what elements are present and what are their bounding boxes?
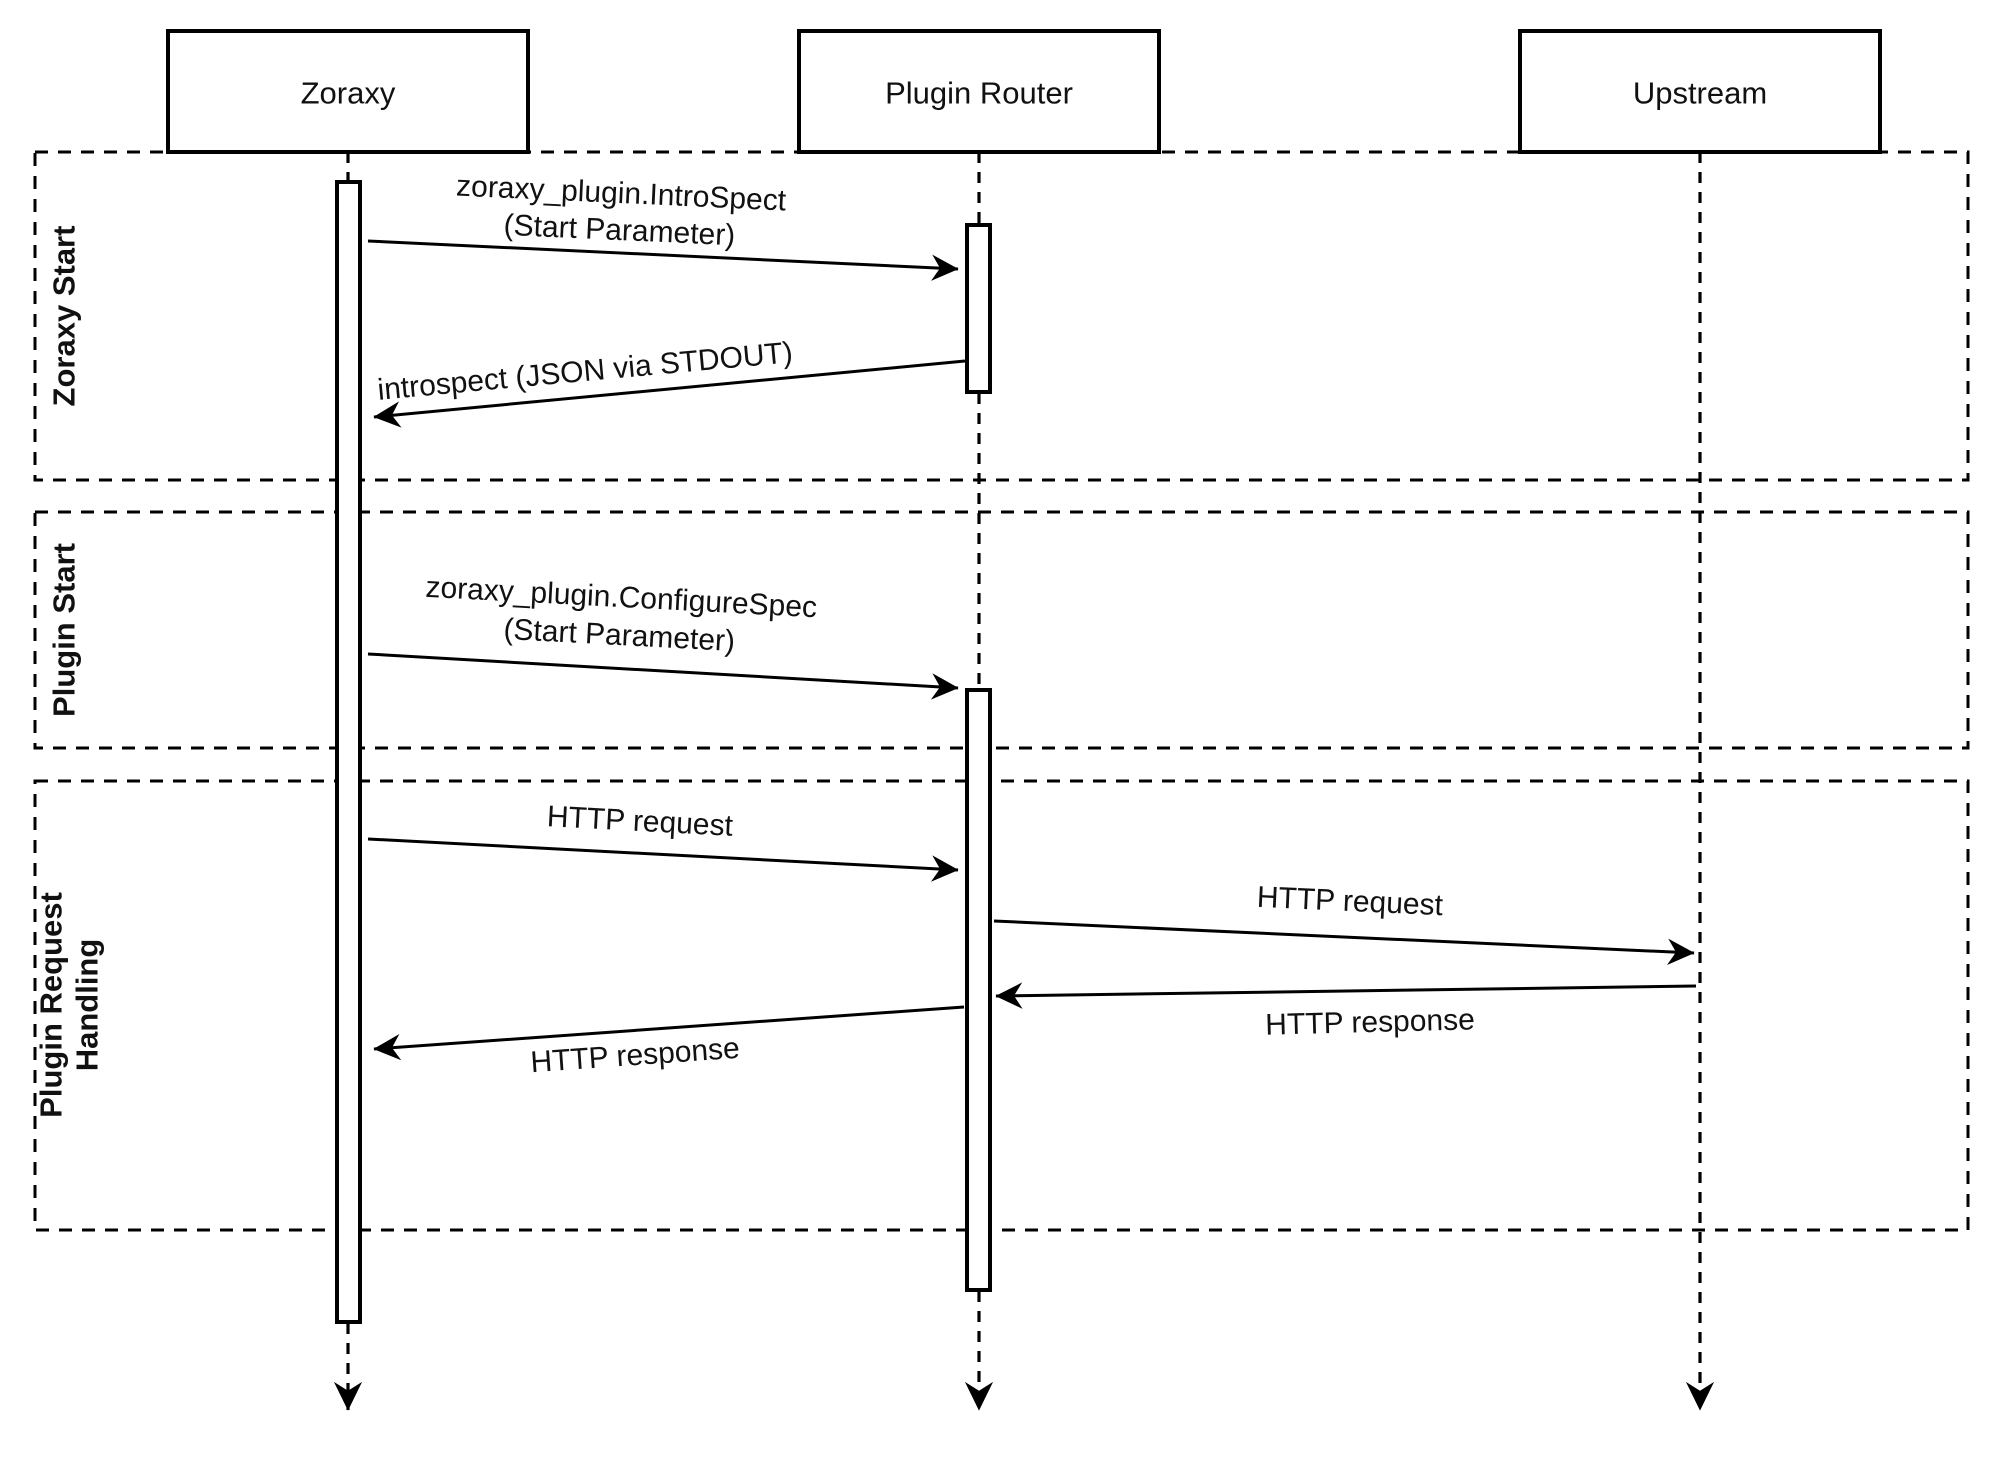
participant-label-upstream: Upstream: [1633, 76, 1767, 111]
participant-upstream: Upstream: [1518, 29, 1882, 154]
message-arrow-http-request-plugin-to-upstream: [993, 919, 1695, 965]
section-label-plugin-start: Plugin Start: [47, 543, 82, 717]
section-label-zoraxy-start: Zoraxy Start: [47, 226, 82, 407]
message-arrow-introspect-response: [373, 359, 966, 428]
activation-bar-zoraxy: [335, 180, 362, 1324]
message-label-http-request-zoraxy-to-plugin: HTTP request: [546, 800, 734, 843]
section-boxes: [33, 150, 1970, 1232]
activation-bar-plugin-router-introspect: [965, 223, 992, 394]
section-box-plugin-request-handling: [33, 779, 1970, 1232]
message-label-http-response-plugin-to-zoraxy: HTTP response: [529, 1032, 740, 1080]
message-label-http-request-plugin-to-upstream: HTTP request: [1256, 881, 1444, 922]
participant-box-plugin-router: [797, 29, 1161, 154]
message-arrow-http-request-zoraxy-to-plugin: [367, 837, 959, 882]
message-label-introspect-call-line2: (Start Parameter): [503, 209, 736, 252]
message-label-configurespec-call-line2: (Start Parameter): [503, 613, 736, 658]
message-label-configurespec-call-line1: zoraxy_plugin.ConfigureSpec: [425, 571, 818, 624]
message-arrow-http-response-upstream-to-plugin: [995, 982, 1697, 1009]
message-arrow-introspect-call: [367, 239, 959, 281]
activation-bar-plugin-router-main: [965, 688, 992, 1292]
participant-box-zoraxy: [166, 29, 530, 154]
message-arrow-http-response-plugin-to-zoraxy: [373, 1005, 965, 1061]
participant-label-plugin-router: Plugin Router: [885, 76, 1073, 111]
section-box-plugin-start: [33, 510, 1970, 750]
section-label-plugin-request-handling-line1: Plugin Request: [34, 892, 69, 1118]
section-box-zoraxy-start: [33, 150, 1970, 482]
participant-label-zoraxy: Zoraxy: [301, 76, 396, 111]
participant-box-upstream: [1518, 29, 1882, 154]
message-arrow-configurespec-call: [367, 652, 959, 700]
section-label-plugin-request-handling-line2: Handling: [70, 939, 105, 1072]
message-label-http-response-upstream-to-plugin: HTTP response: [1265, 1003, 1475, 1041]
participant-plugin-router: Plugin Router: [797, 29, 1161, 154]
participant-zoraxy: Zoraxy: [166, 29, 530, 154]
